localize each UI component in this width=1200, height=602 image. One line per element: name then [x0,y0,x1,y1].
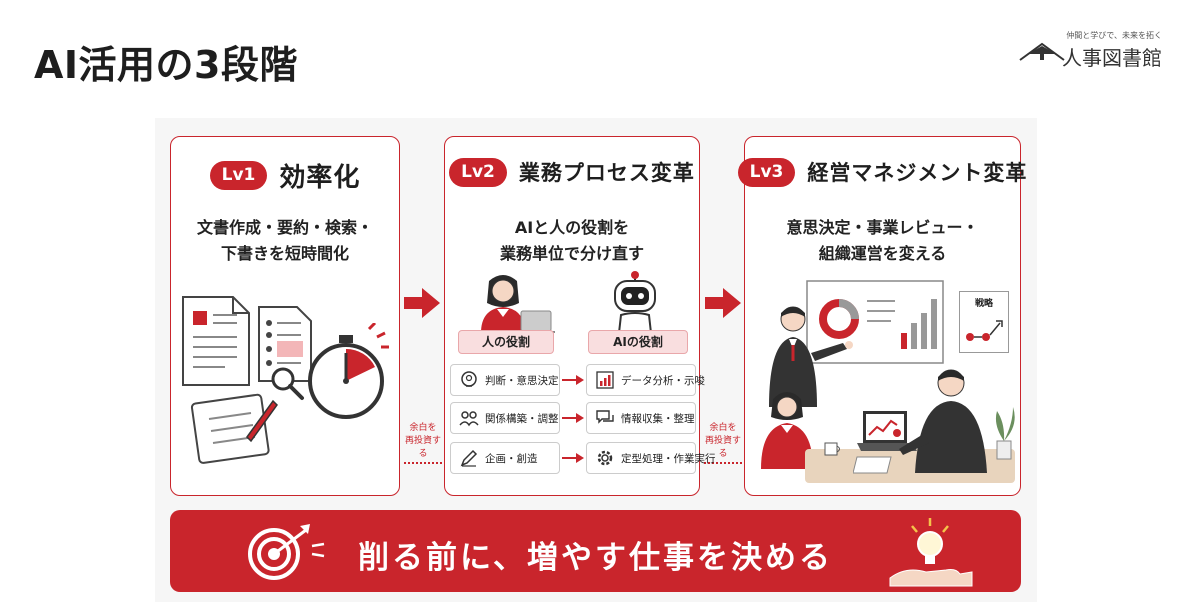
human-role-item: 判断・意思決定 [450,364,560,396]
strategy-board: 戦略 [959,291,1009,353]
level1-description: 文書作成・要約・検索・ 下書きを短時間化 [196,218,373,263]
level3-description: 意思決定・事業レビュー・ 組織運営を変える [786,218,979,263]
magnifier-icon [271,367,304,400]
level2-description: AIと人の役割を 業務単位で分け直す [499,218,644,263]
ai-role-item: 情報収集・整理 [586,402,696,434]
strategy-diagram-icon [966,320,1003,341]
logo-name: 人事図書館 [1062,46,1162,70]
presenter-icon [769,306,853,407]
document-icon [182,296,250,386]
arrow-right-icon [705,288,741,318]
bottom-banner: 削る前に、増やす仕事を決める [170,510,1021,592]
level2-card: Lv2 業務プロセス変革 AIと人の役割を 業務単位で分け直す [444,136,700,496]
arrow-right-icon [562,413,584,423]
arrow-right-icon [562,453,584,463]
dotted-line [404,462,442,464]
coffee-cup-icon [824,442,840,456]
head-idea-icon [461,371,477,387]
stopwatch-icon [308,323,389,419]
reinvest-note: 余白を再投資する [404,423,441,459]
human-role-label: 人の役割 [458,330,554,354]
level1-card: Lv1 効率化 文書作成・要約・検索・ 下書きを短時間化 [170,136,400,496]
dotted-line [704,462,742,464]
roof-logo-icon [1019,42,1065,61]
notebook-icon [190,393,278,464]
chat-icon [596,410,614,424]
level3-card: Lv3 経営マネジメント変革 意思決定・事業レビュー・ 組織運営を変える 戦略 [737,136,1026,496]
person-icon [481,275,555,333]
level1-title: 効率化 [279,163,361,193]
ai-role-label: AIの役割 [588,330,688,354]
target-icon [248,524,325,580]
pen-icon [460,449,478,467]
robot-icon [614,271,656,333]
level2-badge: Lv2 [449,157,507,187]
laptop-icon [857,411,917,451]
arrow-right-icon [404,288,440,318]
logo: 仲間と学びで、未来を拓く 人事図書館 [1012,30,1162,70]
bar-chart-icon [596,371,614,389]
level3-title: 経営マネジメント変革 [807,161,1028,185]
reinvest-note: 余白を再投資する [704,423,741,459]
person-icon [761,392,813,469]
banner-message: 削る前に、増やす仕事を決める [357,540,834,576]
checklist-document-icon [258,306,312,382]
human-role-item: 企画・創造 [450,442,560,474]
notepad-icon [853,456,892,474]
logo-tagline: 仲間と学びで、未来を拓く [1066,31,1162,40]
gear-icon [597,450,613,466]
level1-badge: Lv1 [209,161,268,190]
strategy-label: 戦略 [974,299,993,309]
ai-role-item: データ分析・示唆 [586,364,705,396]
page-title: AI活用の3段階 [34,43,298,87]
person-icon [899,369,987,473]
lightbulb-icon [889,518,973,587]
arrow-right-icon [562,375,584,385]
human-role-item: 関係構築・調整 [450,402,560,434]
people-icon [459,411,479,427]
level3-badge: Lv3 [737,157,796,187]
ai-role-item: 定型処理・作業実行 [586,442,716,474]
level2-title: 業務プロセス変革 [518,161,695,185]
plant-icon [995,407,1015,460]
